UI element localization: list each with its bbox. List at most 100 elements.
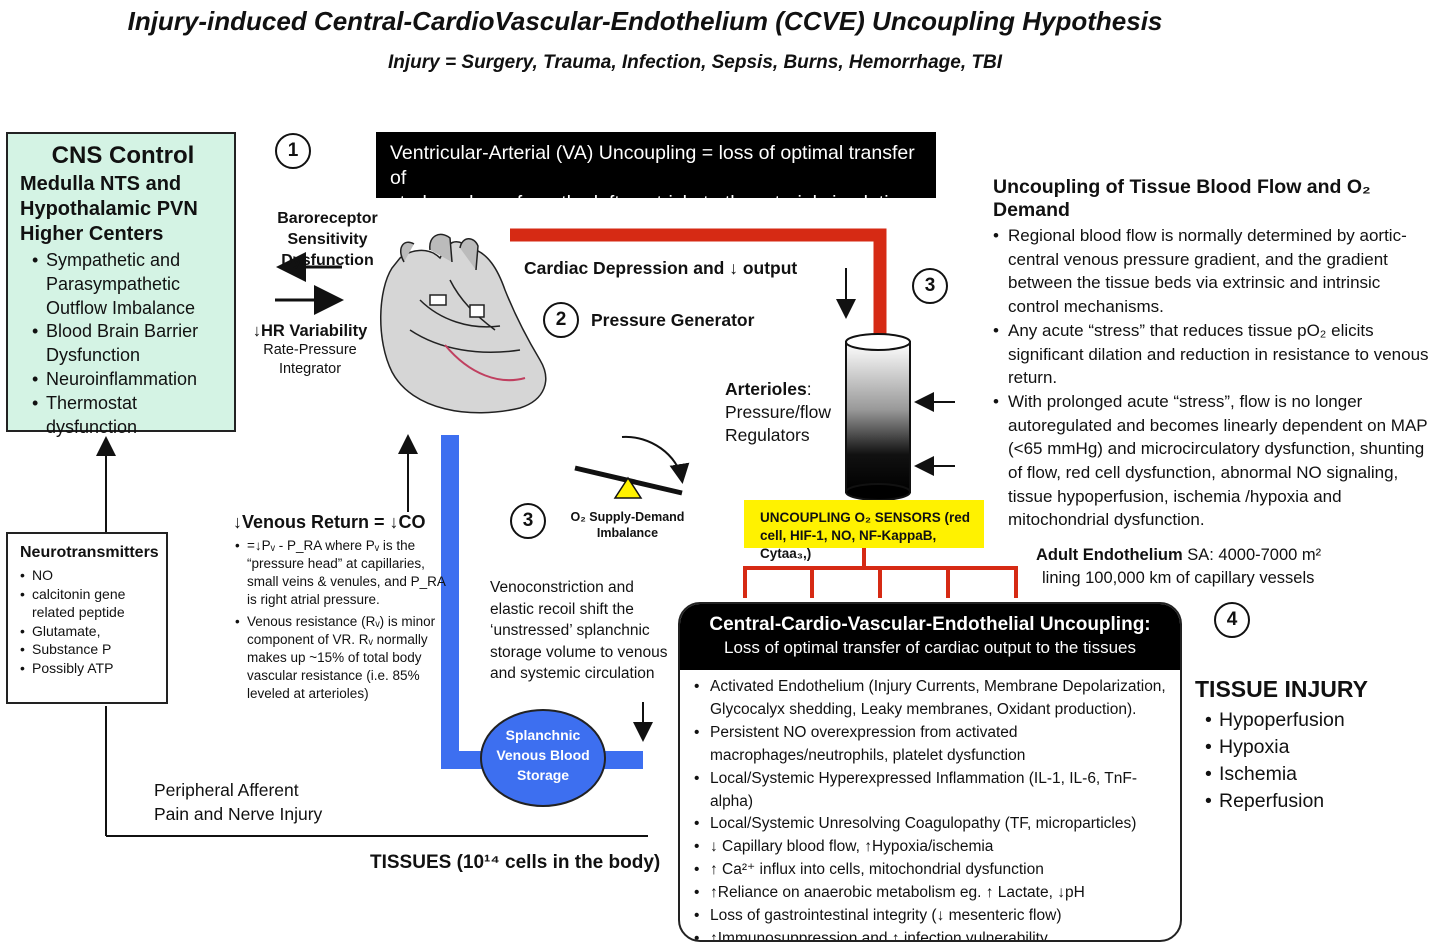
splanchnic-line-3: Storage (516, 767, 570, 783)
venoconstriction-line-4: storage volume to venous (490, 643, 668, 661)
tissue-injury-panel: TISSUE INJURY Hypoperfusion Hypoxia Isch… (1195, 676, 1368, 815)
ccve-item: ↑Immunosuppression and ↑ infection vulne… (694, 928, 1180, 940)
afferent-feedback-line (96, 436, 648, 837)
baroreceptor-label: Baroreceptor Sensitivity Dysfunction (240, 208, 415, 271)
cns-item-continued: Parasympathetic (46, 273, 181, 294)
splanchnic-line-2: Venous Blood (496, 747, 590, 763)
peripheral-line-1: Peripheral Afferent (154, 780, 299, 800)
page-title: Injury-induced Central-CardioVascular-En… (127, 6, 1163, 36)
venoconstriction-line-5: and systemic circulation (490, 665, 655, 682)
va-line-1: Ventricular-Arterial (VA) Uncoupling = l… (390, 142, 915, 189)
arterioles-colon: : (806, 379, 812, 399)
venoconstriction-line-2: elastic recoil shift the (490, 600, 634, 618)
tissue-injury-item: Ischemia (1205, 761, 1368, 788)
marker-3-left: 3 (510, 503, 546, 539)
splanchnic-line-1: Splanchnic (505, 727, 581, 743)
neurotransmitter-item-continued: related peptide (32, 604, 125, 620)
hr-variability-title: ↓HR Variability (252, 322, 368, 340)
ccve-title: Central-Cardio-Vascular-Endothelial Unco… (709, 614, 1151, 635)
hr-variability-label: ↓HR Variability Rate-Pressure Integrator (250, 322, 370, 379)
tissue-flow-item: Regional blood flow is normally determin… (993, 224, 1433, 319)
ccve-item: ↓ Capillary blood flow, ↑Hypoxia/ischemi… (694, 836, 1180, 859)
ccve-uncoupling-box: Central-Cardio-Vascular-Endothelial Unco… (678, 602, 1182, 942)
endothelium-area: SA: 4000-7000 m² (1182, 546, 1322, 564)
ccve-item: Loss of gastrointestinal integrity (↓ me… (694, 905, 1180, 928)
va-uncoupling-box: Ventricular-Arterial (VA) Uncoupling = l… (376, 132, 936, 214)
cns-subtitle-2: Hypothalamic PVN (20, 198, 198, 220)
arterial-tube (510, 228, 887, 352)
endothelium-title: Adult Endothelium (1036, 546, 1183, 564)
venous-return-panel: ↓Venous Return = ↓CO =↓Pᵥ - P_RA where P… (233, 512, 448, 707)
tissue-injury-item: Hypoperfusion (1205, 707, 1368, 734)
cns-control-box: CNS Control Medulla NTS and Hypothalamic… (6, 132, 236, 437)
neurotransmitter-item: calcitonin gene (20, 585, 160, 604)
splanchnic-storage-shape (480, 709, 606, 807)
o2-sensors-box: UNCOUPLING O₂ SENSORS (red cell, HIF-1, … (744, 500, 984, 561)
ccve-item-continued: macrophages/neutrophils, platelet dysfun… (710, 746, 1026, 764)
endothelium-length: lining 100,000 km of capillary vessels (1042, 569, 1315, 587)
arterioles-label: Arterioles: Pressure/flow Regulators (725, 378, 831, 447)
neurotransmitters-title: Neurotransmitters (20, 544, 159, 561)
ccve-item-continued: Glycocalyx shedding, Leaky membranes, Ox… (710, 700, 1137, 718)
o2-balance-line-1: O₂ Supply-Demand (570, 510, 685, 524)
hr-variability-line-2: Integrator (278, 361, 342, 377)
neurotransmitter-item: Glutamate, (20, 622, 160, 641)
tissue-injury-list: Hypoperfusion Hypoxia Ischemia Reperfusi… (1195, 707, 1368, 815)
neurotransmitters-box: Neurotransmitters NO calcitonin gene rel… (6, 532, 168, 704)
heart-illustration (380, 233, 547, 414)
tissue-flow-list: Regional blood flow is normally determin… (993, 224, 1433, 532)
marker-1: 1 (275, 133, 311, 169)
cns-item: Blood Brain Barrier (32, 320, 226, 344)
seesaw-icon (574, 435, 690, 499)
cns-item-continued: Outflow Imbalance (46, 297, 196, 318)
neurotransmitter-item: Substance P (20, 640, 160, 659)
peripheral-afferent-label: Peripheral Afferent Pain and Nerve Injur… (154, 778, 322, 826)
ccve-item: ↑ Ca²⁺ influx into cells, mitochondrial … (694, 859, 1180, 882)
venous-return-title: ↓Venous Return = ↓CO (233, 512, 426, 532)
ccve-item: Activated Endothelium (Injury Currents, … (694, 676, 1180, 699)
marker-4: 4 (1214, 602, 1250, 638)
ccve-item: Local/Systemic Hyperexpressed Inflammati… (694, 768, 1180, 814)
tissue-flow-title: Uncoupling of Tissue Blood Flow and O₂ D… (993, 176, 1371, 221)
tissue-flow-item: With prolonged acute “stress”, flow is n… (993, 390, 1433, 532)
ccve-item: Persistent NO overexpression from activa… (694, 722, 1180, 745)
sensor-connector (743, 548, 1018, 598)
tissue-injury-item: Hypoxia (1205, 734, 1368, 761)
neurotransmitter-item: NO (20, 566, 160, 585)
ccve-subtitle: Loss of optimal transfer of cardiac outp… (724, 638, 1136, 657)
cardiac-depression-label: Cardiac Depression and ↓ output (524, 258, 798, 278)
cns-list: Sympathetic and Parasympathetic Outflow … (20, 249, 226, 439)
tissue-injury-item: Reperfusion (1205, 788, 1368, 815)
tissue-flow-panel: Uncoupling of Tissue Blood Flow and O₂ D… (993, 176, 1433, 532)
o2-balance-label: O₂ Supply-Demand Imbalance (560, 509, 695, 541)
venous-return-list: =↓Pᵥ - P_RA where Pᵥ is the “pressure he… (233, 537, 448, 703)
cns-item: Thermostat dysfunction (32, 392, 226, 440)
va-line-2: stroke volume from the left ventricle to… (390, 192, 911, 214)
ccve-list: Activated Endothelium (Injury Currents, … (680, 676, 1180, 940)
venous-return-item: =↓Pᵥ - P_RA where Pᵥ is the “pressure he… (233, 537, 448, 609)
cns-item: Sympathetic and (32, 249, 226, 273)
neurotransmitter-item: Possibly ATP (20, 659, 160, 678)
venoconstriction-label: Venoconstriction and elastic recoil shif… (490, 577, 668, 685)
baroreceptor-line-2: Sensitivity Dysfunction (281, 231, 374, 269)
splanchnic-label: Splanchnic Venous Blood Storage (481, 725, 605, 785)
ccve-item: ↑Reliance on anaerobic metabolism eg. ↑ … (694, 882, 1180, 905)
pressure-generator-label: Pressure Generator (591, 310, 755, 330)
venous-return-item: Venous resistance (Rᵥ) is minor componen… (233, 613, 448, 703)
cns-title: CNS Control (51, 142, 195, 169)
arterioles-title: Arterioles (725, 379, 807, 399)
cns-item-continued: Dysfunction (46, 345, 141, 366)
neurotransmitters-list: NO calcitonin gene related peptide Gluta… (20, 566, 160, 677)
tissue-injury-title: TISSUE INJURY (1195, 676, 1368, 702)
tissue-flow-item: Any acute “stress” that reduces tissue p… (993, 319, 1433, 390)
o2-sensors-line-1: UNCOUPLING O₂ SENSORS (red (760, 510, 971, 525)
cns-subtitle-3: Higher Centers (20, 223, 164, 245)
ccve-item: Local/Systemic Unresolving Coagulopathy … (694, 813, 1180, 836)
cns-item: Neuroinflammation (32, 368, 226, 392)
peripheral-line-2: Pain and Nerve Injury (154, 804, 323, 824)
arterioles-line-2: Regulators (725, 425, 810, 445)
venoconstriction-line-3: ‘unstressed’ splanchnic (490, 622, 650, 639)
cns-subtitle-1: Medulla NTS and (20, 173, 182, 195)
endothelium-label: Adult Endothelium SA: 4000-7000 m² linin… (1036, 544, 1321, 590)
